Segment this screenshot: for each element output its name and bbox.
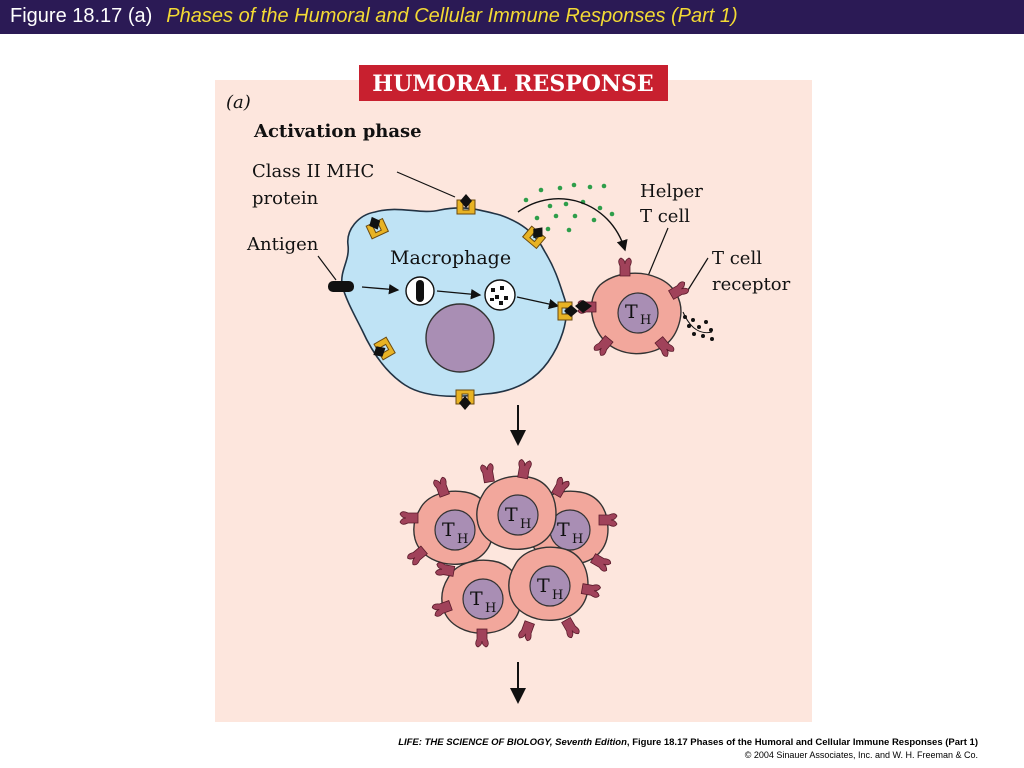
mhc-protein bbox=[455, 389, 475, 411]
t-receptor-label-line2: receptor bbox=[712, 274, 791, 295]
mhc-leader-line bbox=[396, 171, 456, 198]
cell-letter: T bbox=[505, 504, 518, 526]
t-receptor-leader-line bbox=[687, 257, 709, 291]
cell-subscript: H bbox=[520, 517, 531, 532]
helper-t-cell: T H bbox=[590, 272, 682, 355]
figure-title: Phases of the Humoral and Cellular Immun… bbox=[166, 5, 738, 27]
cell-subscript: H bbox=[552, 588, 563, 603]
book-title: LIFE: THE SCIENCE OF BIOLOGY, Seventh Ed… bbox=[398, 737, 627, 748]
t-receptor-bound-mhc bbox=[575, 300, 592, 313]
panel-label: (a) bbox=[226, 92, 251, 113]
macrophage-nucleus bbox=[425, 303, 495, 373]
source-caption: LIFE: THE SCIENCE OF BIOLOGY, Seventh Ed… bbox=[398, 737, 978, 748]
t-receptor-label-line1: T cell bbox=[712, 248, 762, 269]
cell-letter: T bbox=[625, 301, 638, 323]
title-bar: Figure 18.17 (a) Phases of the Humoral an… bbox=[0, 0, 1024, 34]
banner-text: HUMORAL RESPONSE bbox=[372, 71, 653, 97]
cell-subscript: H bbox=[457, 532, 468, 547]
cell-subscript: H bbox=[572, 532, 583, 547]
antigen-arrow bbox=[361, 284, 400, 295]
phase-label: Activation phase bbox=[253, 121, 422, 142]
cytokine-arrow bbox=[517, 198, 628, 252]
mhc-protein bbox=[456, 193, 476, 215]
copyright: © 2004 Sinauer Associates, Inc. and W. H… bbox=[744, 750, 978, 760]
antigen bbox=[328, 281, 354, 292]
figure-number: Figure 18.17 (a) bbox=[10, 5, 153, 27]
antigen-leader-line bbox=[317, 255, 337, 281]
t-cell-receptor bbox=[618, 257, 632, 277]
cytokines bbox=[523, 182, 615, 233]
processing-arrow bbox=[436, 288, 482, 300]
mhc-protein bbox=[557, 301, 579, 321]
mhc-label-line2: protein bbox=[252, 188, 319, 209]
antigen-label: Antigen bbox=[246, 234, 319, 255]
macrophage-label: Macrophage bbox=[390, 247, 511, 269]
banner-box bbox=[359, 65, 668, 101]
engulfed-antigen bbox=[416, 280, 424, 302]
helper-t-label-line2: T cell bbox=[640, 206, 690, 227]
cell-letter: T bbox=[557, 519, 570, 541]
helper-t-label-line1: Helper bbox=[640, 181, 703, 202]
cell-letter: T bbox=[470, 588, 483, 610]
t-cell-cluster: T H T H T H T H T H bbox=[413, 475, 609, 634]
fragment-pieces bbox=[490, 286, 508, 305]
slide-title: Figure 18.17 (a) Phases of the Humoral an… bbox=[10, 5, 738, 28]
helper-t-leader-line bbox=[647, 227, 669, 277]
presentation-arrow bbox=[516, 296, 560, 310]
secreted-particles bbox=[683, 315, 714, 341]
mhc-label-line1: Class II MHC bbox=[252, 161, 374, 182]
cell-subscript: H bbox=[640, 313, 651, 328]
antigen-fragments bbox=[484, 279, 516, 311]
cell-letter: T bbox=[537, 575, 550, 597]
cell-letter: T bbox=[442, 519, 455, 541]
figure-reference: , Figure 18.17 Phases of the Humoral and… bbox=[626, 737, 978, 748]
cell-subscript: H bbox=[485, 601, 496, 616]
